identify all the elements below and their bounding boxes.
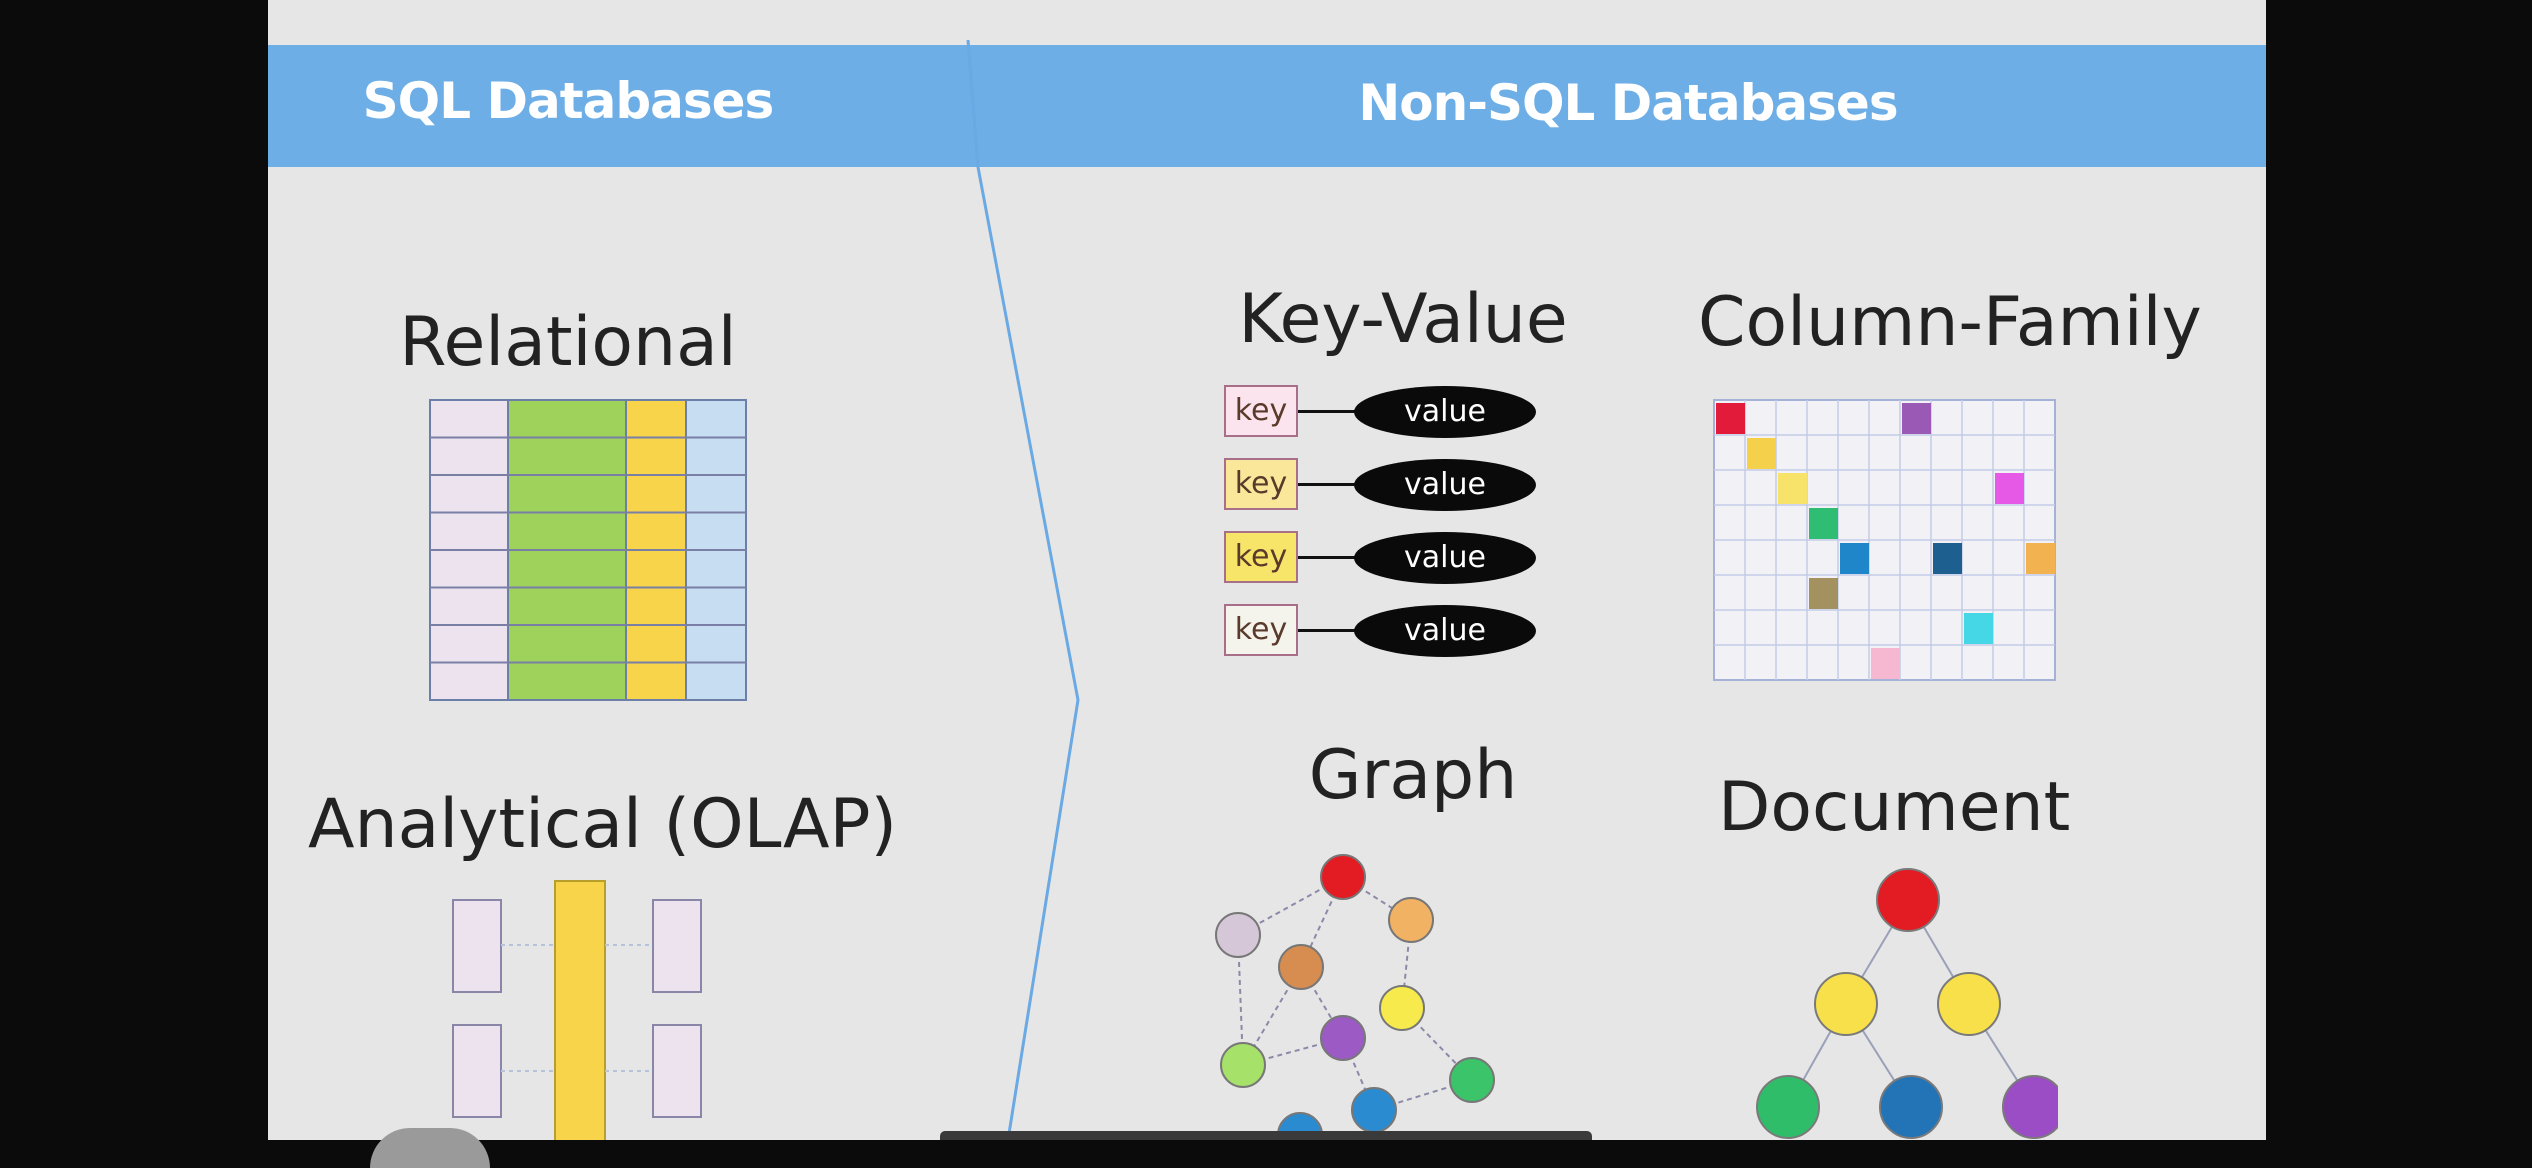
- sql-databases-heading: SQL Databases: [362, 72, 775, 130]
- key-value-connector: [1298, 556, 1358, 559]
- graph-node: [1388, 897, 1434, 943]
- key-box: key: [1224, 604, 1298, 656]
- graph-node: [1215, 912, 1261, 958]
- key-value-pair: key value: [1224, 599, 1584, 659]
- key-value-connector: [1298, 483, 1358, 486]
- relational-table-graphic: [429, 399, 747, 701]
- document-node: [1937, 972, 2001, 1036]
- graph-title: Graph: [1308, 736, 1518, 815]
- column-family-cell: [1840, 543, 1869, 574]
- document-node: [1814, 972, 1878, 1036]
- document-tree-graphic: [1756, 868, 2058, 1139]
- olap-fact-bar: [554, 880, 606, 1140]
- column-family-cell: [1716, 403, 1745, 434]
- document-node: [1879, 1075, 1943, 1139]
- document-title: Document: [1718, 768, 2071, 847]
- olap-title: Analytical (OLAP): [308, 785, 898, 864]
- column-family-cell: [1933, 543, 1962, 574]
- column-family-cell: [1809, 578, 1838, 609]
- column-family-cell: [1809, 508, 1838, 539]
- key-value-pair: key value: [1224, 526, 1584, 586]
- column-family-cell: [2026, 543, 2055, 574]
- graph-node: [1379, 985, 1425, 1031]
- olap-dimension-box: [652, 1024, 702, 1118]
- key-value-list: key value key value key value key value: [1224, 380, 1584, 670]
- graph-node: [1320, 1015, 1366, 1061]
- graph-node: [1278, 944, 1324, 990]
- key-value-title: Key-Value: [1238, 280, 1568, 359]
- scrollbar[interactable]: [940, 1131, 1592, 1140]
- value-ellipse: value: [1354, 386, 1536, 438]
- column-family-grid-graphic: [1713, 399, 2056, 681]
- header-band: [268, 45, 2266, 167]
- key-box: key: [1224, 531, 1298, 583]
- key-box: key: [1224, 385, 1298, 437]
- graph-node: [1449, 1057, 1495, 1103]
- relational-title: Relational: [399, 303, 737, 382]
- column-family-cell: [1995, 473, 2024, 504]
- value-ellipse: value: [1354, 605, 1536, 657]
- document-node: [1756, 1075, 1820, 1139]
- graph-network-graphic: [1215, 854, 1495, 1140]
- olap-dimension-box: [452, 899, 502, 993]
- key-value-connector: [1298, 410, 1358, 413]
- divider-line: [966, 39, 1080, 1140]
- column-family-title: Column-Family: [1698, 283, 2202, 362]
- value-ellipse: value: [1354, 459, 1536, 511]
- slide-background-graphic: [268, 39, 2266, 1140]
- key-value-pair: key value: [1224, 380, 1584, 440]
- non-sql-databases-heading: Non-SQL Databases: [1358, 74, 1898, 132]
- column-family-cell: [1871, 648, 1900, 679]
- olap-cube-graphic: [452, 880, 702, 1140]
- avatar[interactable]: [370, 1128, 490, 1168]
- document-node: [2002, 1075, 2058, 1139]
- olap-dimension-box: [652, 899, 702, 993]
- graph-node: [1220, 1042, 1266, 1088]
- graph-node: [1320, 854, 1366, 900]
- document-node: [1876, 868, 1940, 932]
- column-family-cell: [1747, 438, 1776, 469]
- value-ellipse: value: [1354, 532, 1536, 584]
- column-family-cell: [1902, 403, 1931, 434]
- column-family-cell: [1778, 473, 1807, 504]
- graph-node: [1351, 1087, 1397, 1133]
- olap-dimension-box: [452, 1024, 502, 1118]
- key-value-pair: key value: [1224, 453, 1584, 513]
- slide: SQL Databases Non-SQL Databases Relation…: [268, 0, 2266, 1140]
- key-box: key: [1224, 458, 1298, 510]
- column-family-cell: [1964, 613, 1993, 644]
- key-value-connector: [1298, 629, 1358, 632]
